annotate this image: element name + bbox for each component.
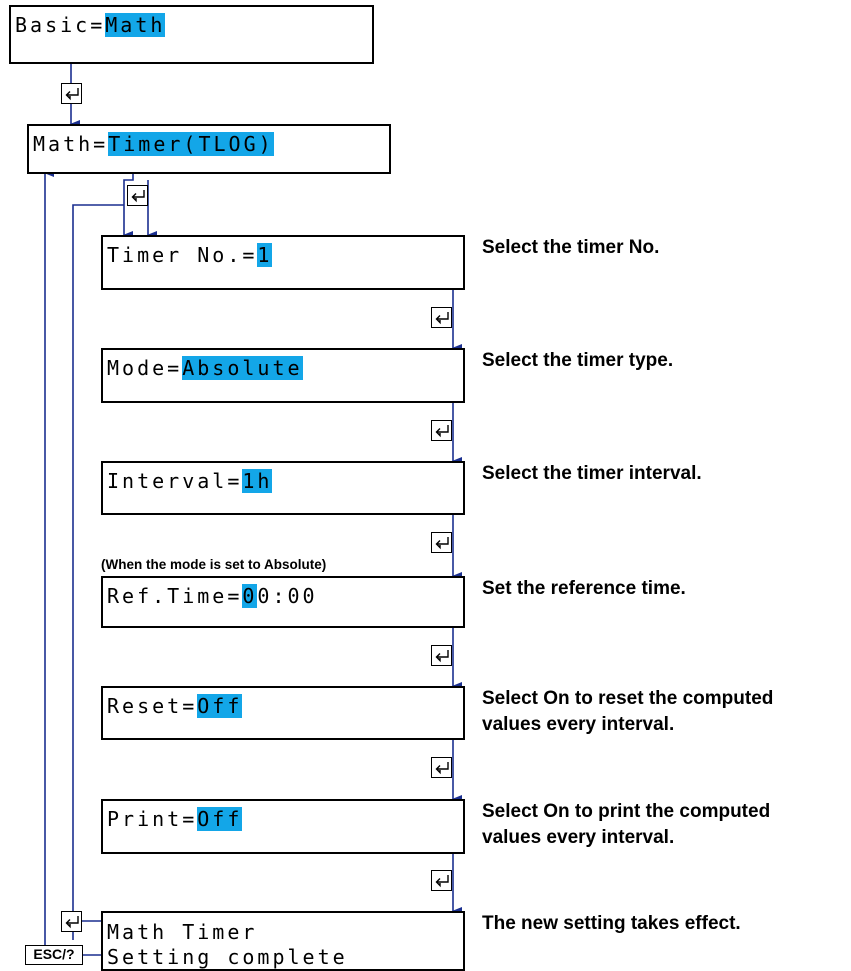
- reset-screen: Reset=Off: [101, 686, 465, 740]
- print-screen: Print=Off: [101, 799, 465, 854]
- enter-key-icon: [431, 870, 452, 891]
- ref-time-cursor: 0: [242, 584, 258, 608]
- complete-description: The new setting takes effect.: [482, 913, 741, 934]
- complete-line-2: Setting complete: [107, 945, 348, 969]
- ref-time-rest: 0:00: [257, 584, 318, 608]
- basic-value: Math: [105, 13, 166, 37]
- timer-no-screen: Timer No.=1: [101, 235, 465, 290]
- print-value: Off: [197, 807, 243, 831]
- reset-label: Reset=: [107, 694, 198, 718]
- enter-key-icon: [61, 911, 82, 932]
- print-description-line-1: Select On to print the computed: [482, 801, 771, 822]
- mode-screen: Mode=Absolute: [101, 348, 465, 403]
- print-description-line-2: values every interval.: [482, 827, 675, 848]
- basic-label: Basic=: [15, 13, 106, 37]
- enter-key-icon: [431, 307, 452, 328]
- reset-description-line-1: Select On to reset the computed: [482, 688, 774, 709]
- reset-description-line-2: values every interval.: [482, 714, 675, 735]
- enter-key-icon: [431, 532, 452, 553]
- timer-no-label: Timer No.=: [107, 243, 258, 267]
- basic-math-screen: Basic=Math: [9, 5, 374, 64]
- setting-complete-screen: Math Timer Setting complete: [101, 911, 465, 971]
- math-type-screen: Math=Timer(TLOG): [27, 124, 391, 174]
- mode-description: Select the timer type.: [482, 350, 674, 371]
- ref-time-description: Set the reference time.: [482, 578, 686, 599]
- reset-value: Off: [197, 694, 243, 718]
- print-label: Print=: [107, 807, 198, 831]
- timer-no-value: 1: [257, 243, 273, 267]
- timer-no-description: Select the timer No.: [482, 237, 660, 258]
- mode-label: Mode=: [107, 356, 183, 380]
- interval-description: Select the timer interval.: [482, 463, 702, 484]
- complete-line-1: Math Timer: [107, 920, 258, 944]
- math-value: Timer(TLOG): [108, 132, 274, 156]
- math-label: Math=: [33, 132, 109, 156]
- enter-key-icon: [61, 83, 82, 104]
- mode-value: Absolute: [182, 356, 303, 380]
- ref-time-label: Ref.Time=: [107, 584, 243, 608]
- esc-key: ESC/?: [25, 945, 83, 965]
- interval-value: 1h: [242, 469, 273, 493]
- enter-key-icon: [431, 757, 452, 778]
- interval-label: Interval=: [107, 469, 243, 493]
- enter-key-icon: [431, 645, 452, 666]
- enter-key-icon: [431, 420, 452, 441]
- interval-screen: Interval=1h: [101, 461, 465, 515]
- absolute-mode-note: (When the mode is set to Absolute): [101, 557, 327, 572]
- ref-time-screen: Ref.Time=00:00: [101, 576, 465, 628]
- enter-key-icon: [127, 185, 148, 206]
